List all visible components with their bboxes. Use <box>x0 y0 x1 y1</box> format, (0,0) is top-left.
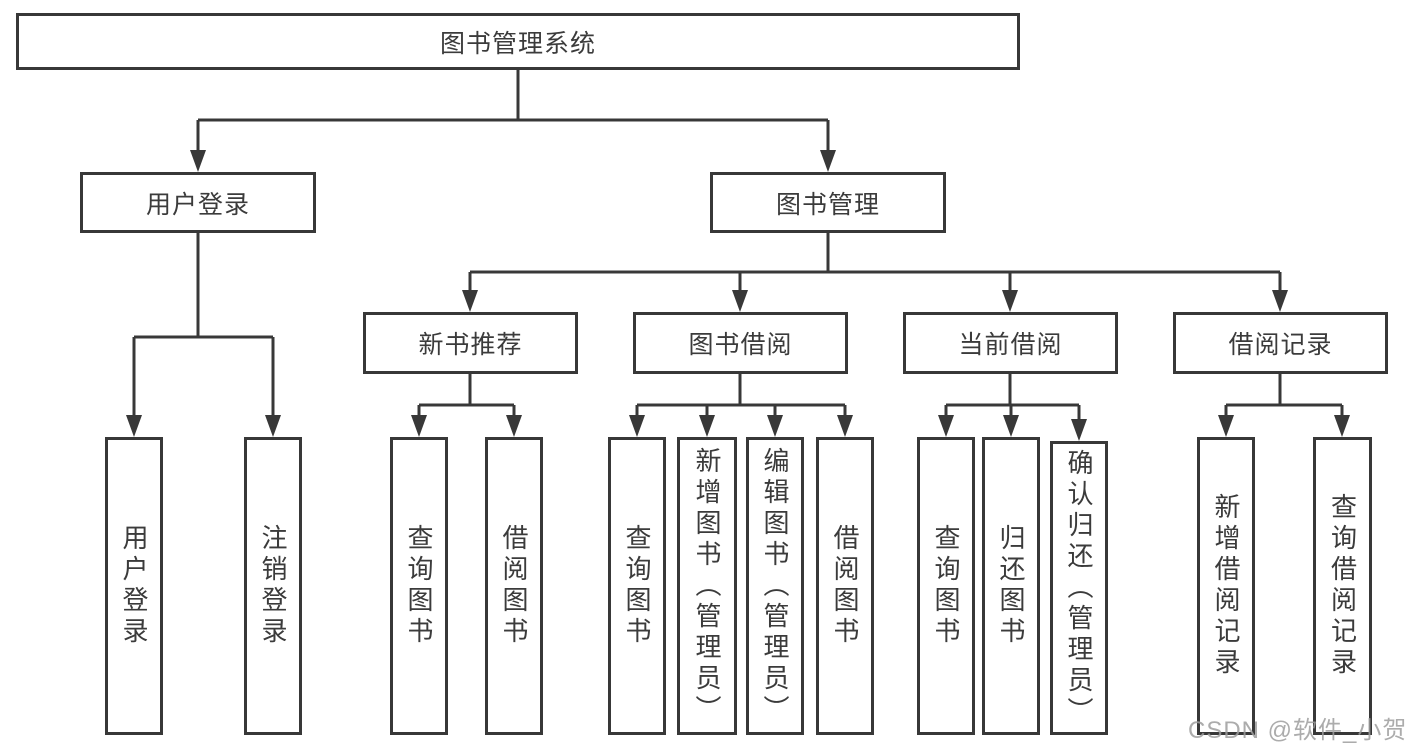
connector-root <box>190 70 836 172</box>
node-add-borrow-record: 新增借阅记录 <box>1197 437 1255 735</box>
connector-borrowing-records <box>1218 374 1350 437</box>
node-logout: 注销登录 <box>244 437 302 735</box>
connector-book-management <box>462 233 1288 312</box>
node-query-books-current: 查询图书 <box>917 437 975 735</box>
node-return-books: 归还图书 <box>982 437 1040 735</box>
node-query-borrow-record: 查询借阅记录 <box>1313 437 1372 735</box>
node-book-borrowing: 图书借阅 <box>633 312 848 374</box>
node-query-books-borrowing: 查询图书 <box>608 437 666 735</box>
node-user-login: 用户登录 <box>80 172 316 233</box>
node-borrow-books-recommendation: 借阅图书 <box>485 437 543 735</box>
node-borrowing-records: 借阅记录 <box>1173 312 1388 374</box>
csdn-watermark: CSDN @软件_小贺同学 <box>1188 717 1405 744</box>
node-library-management-system: 图书管理系统 <box>16 13 1020 70</box>
connector-current-borrowing <box>938 374 1087 441</box>
connector-new-book-recommendation <box>411 374 522 437</box>
node-current-borrowing: 当前借阅 <box>903 312 1118 374</box>
node-borrow-books-borrowing: 借阅图书 <box>816 437 874 735</box>
node-new-book-recommendation: 新书推荐 <box>363 312 578 374</box>
node-edit-books-admin: 编辑图书（管理员） <box>746 437 804 735</box>
node-confirm-return-admin: 确认归还（管理员） <box>1050 441 1108 735</box>
node-book-management: 图书管理 <box>710 172 946 233</box>
connector-book-borrowing <box>629 374 853 437</box>
node-query-books-recommendation: 查询图书 <box>390 437 448 735</box>
connector-user-login <box>126 233 281 437</box>
node-login: 用户登录 <box>105 437 163 735</box>
node-add-books-admin: 新增图书（管理员） <box>677 437 737 735</box>
